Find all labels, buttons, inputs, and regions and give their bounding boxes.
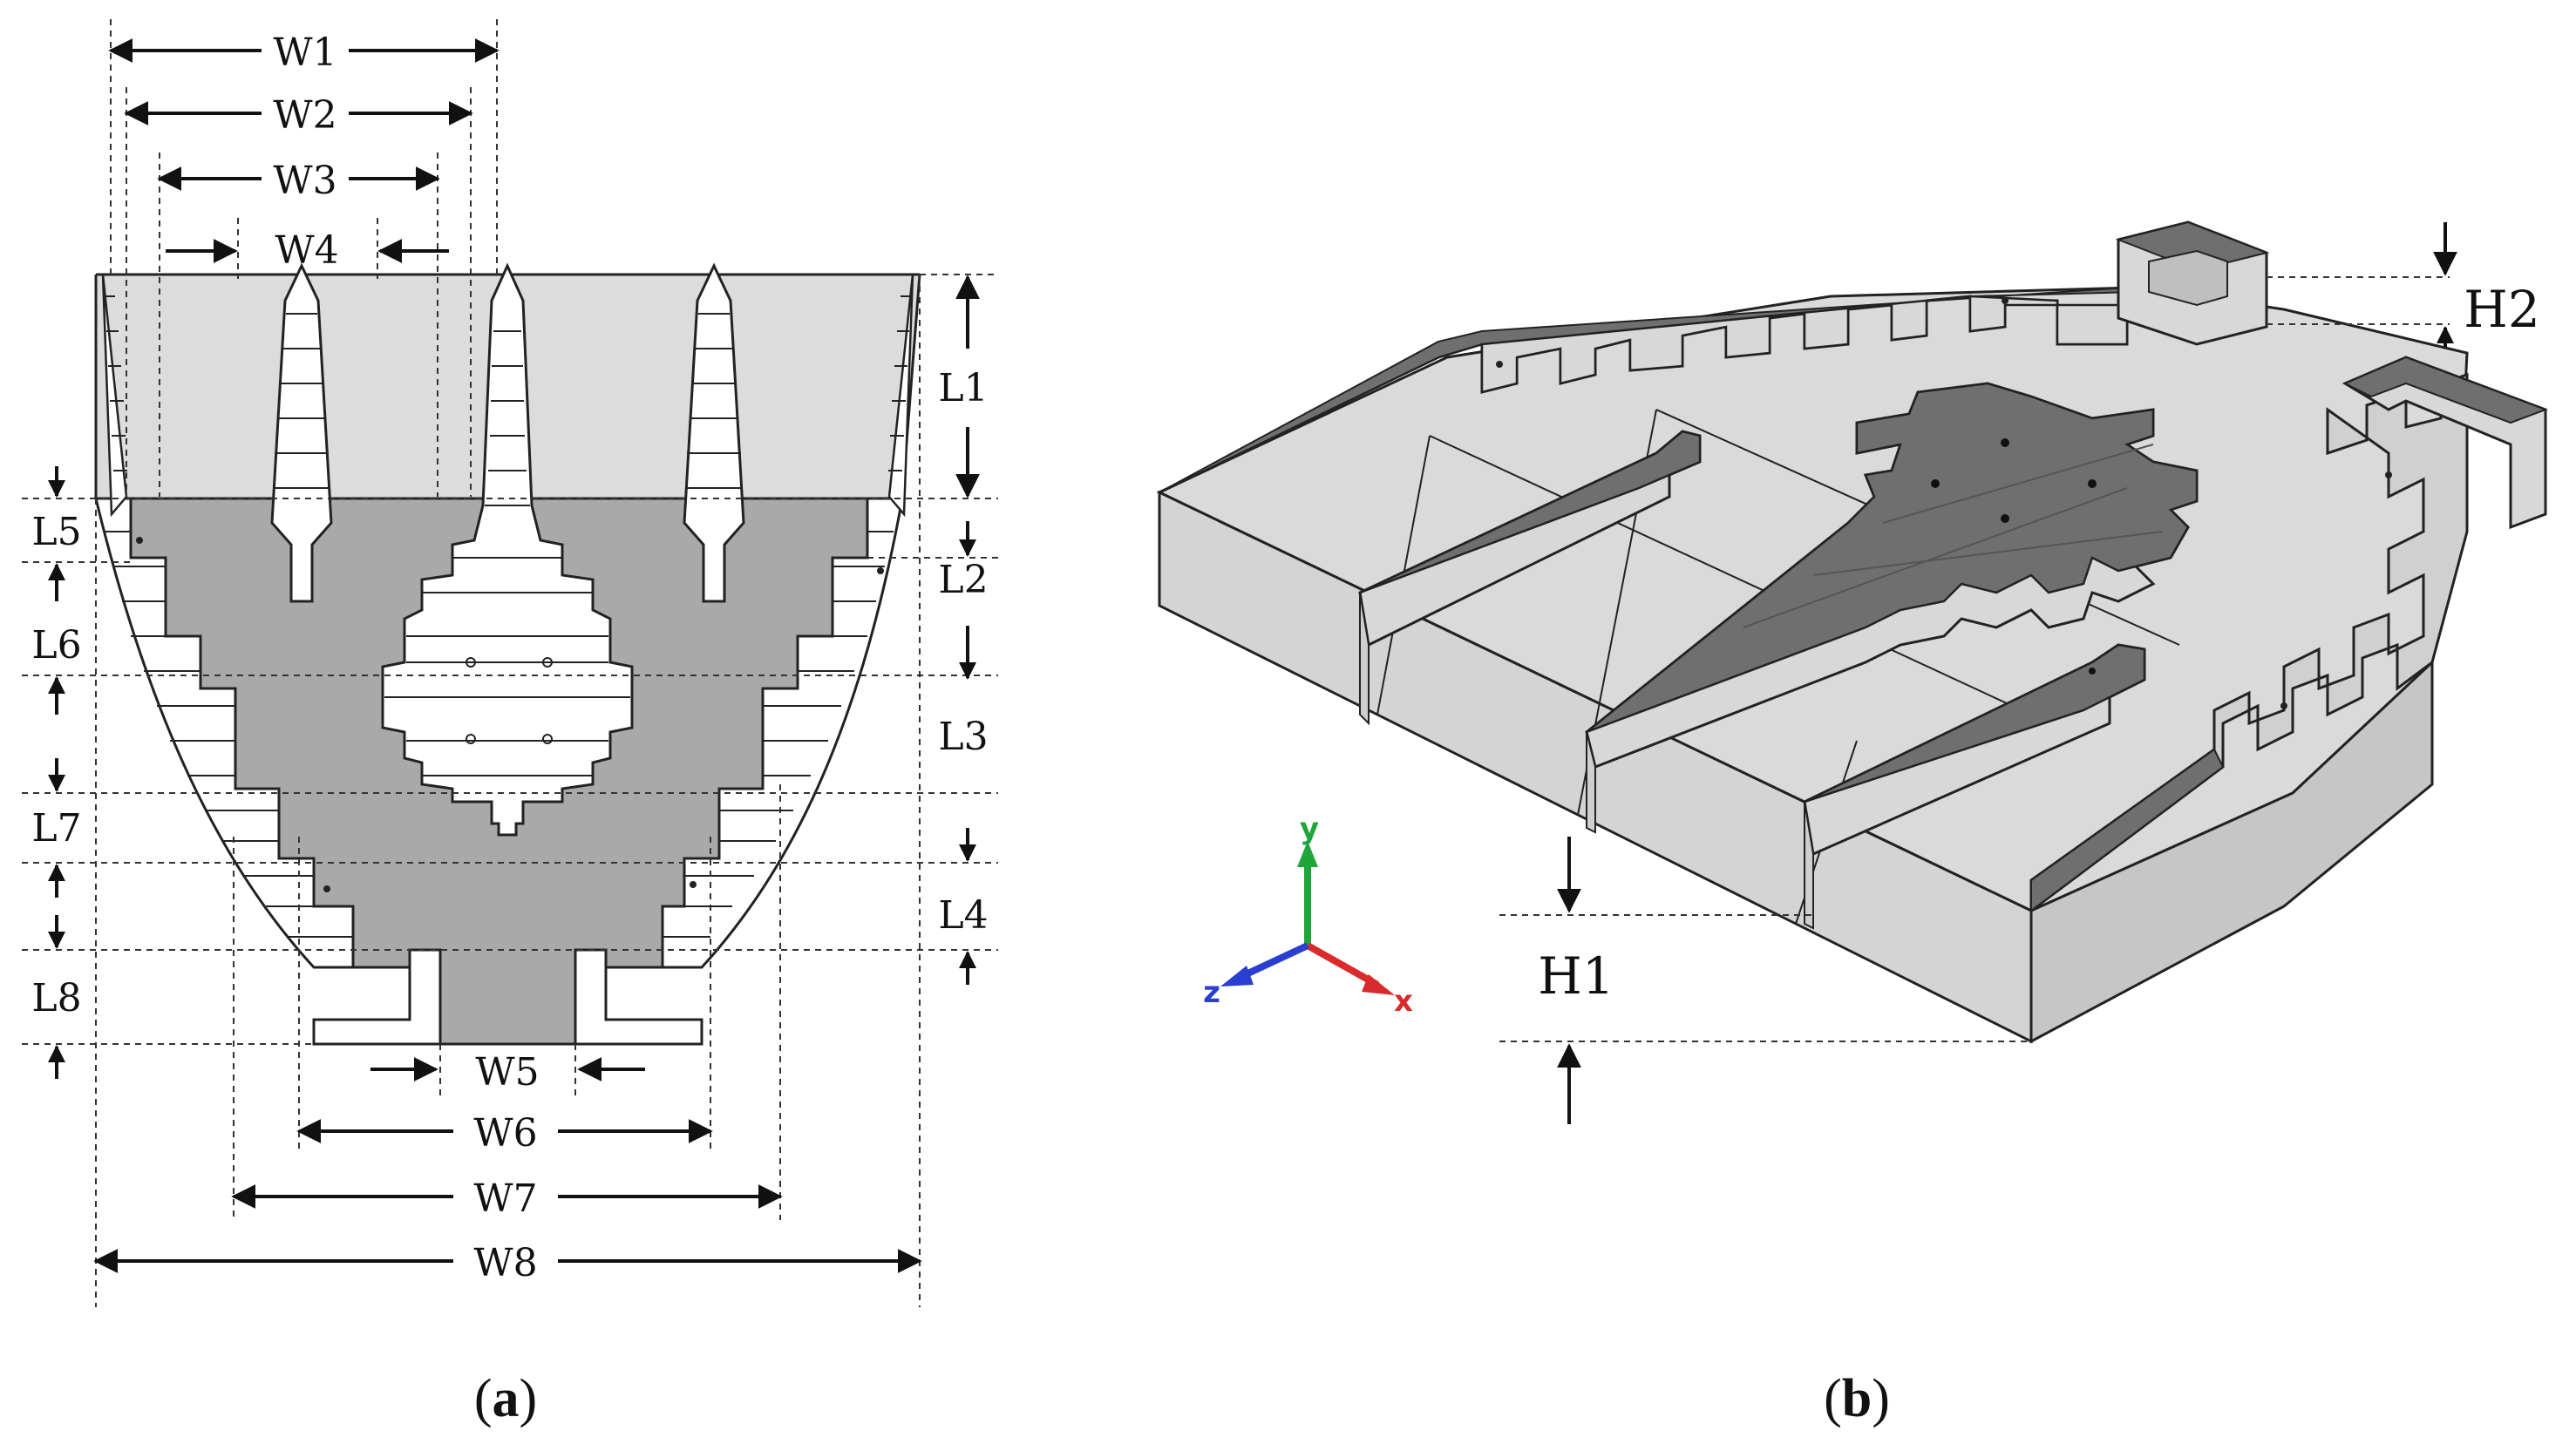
label-w5: W5 bbox=[475, 1050, 539, 1095]
central-slot bbox=[381, 262, 634, 837]
label-h2: H2 bbox=[2464, 280, 2539, 339]
vertical-dashed-guides bbox=[95, 19, 921, 1307]
back-feed-block bbox=[2115, 220, 2270, 346]
label-l4: L4 bbox=[938, 893, 988, 938]
left-raised-element bbox=[1358, 430, 1702, 726]
label-l7: L7 bbox=[31, 806, 81, 851]
outer-left-slot bbox=[101, 274, 128, 518]
panel-b-3d-view: H1 H2 y x z (b) bbox=[1156, 220, 2548, 1428]
central-raised-element bbox=[1585, 382, 2199, 770]
right-feed-foot bbox=[574, 948, 703, 1046]
horizontal-dashed-guides bbox=[22, 274, 998, 1045]
length-dimensions bbox=[48, 275, 980, 1079]
axis-label-x: x bbox=[1394, 984, 1413, 1019]
right-feed-block bbox=[2342, 356, 2548, 530]
caption-b: (b) bbox=[1824, 1369, 1890, 1428]
label-l6: L6 bbox=[31, 623, 81, 668]
label-l8: L8 bbox=[31, 976, 81, 1020]
caption-b-letter: b bbox=[1842, 1369, 1872, 1428]
h2-dimension: H2 bbox=[2267, 222, 2540, 349]
axis-label-z: z bbox=[1203, 975, 1220, 1010]
right-small-slot bbox=[683, 262, 745, 603]
label-l3: L3 bbox=[938, 715, 988, 759]
label-l1: L1 bbox=[938, 366, 988, 410]
left-small-slot bbox=[270, 262, 333, 603]
left-feed-foot bbox=[312, 948, 442, 1046]
outer-right-slot bbox=[887, 274, 914, 518]
label-l2: L2 bbox=[938, 558, 988, 602]
label-w7: W7 bbox=[473, 1176, 537, 1221]
label-w8: W8 bbox=[473, 1241, 537, 1285]
label-h1: H1 bbox=[1538, 946, 1614, 1006]
right-raised-element bbox=[1803, 643, 2146, 930]
label-w4: W4 bbox=[275, 228, 338, 273]
right-stepped-edge bbox=[661, 497, 904, 969]
caption-a: (a) bbox=[474, 1369, 537, 1428]
label-w1: W1 bbox=[273, 31, 336, 75]
h1-dimension: H1 bbox=[1499, 837, 2031, 1124]
caption-a-letter: a bbox=[493, 1369, 520, 1428]
axis-triad: y x z bbox=[1203, 811, 1413, 1019]
left-stepped-edge bbox=[94, 497, 355, 969]
panel-a-top-view: W1 W2 W3 W4 W5 W6 W7 W8 L1 L2 L3 L4 L5 L… bbox=[22, 19, 998, 1428]
label-w3: W3 bbox=[273, 159, 336, 203]
axis-label-y: y bbox=[1300, 811, 1319, 846]
label-w2: W2 bbox=[273, 93, 336, 138]
label-w6: W6 bbox=[473, 1111, 537, 1156]
width-dimensions bbox=[93, 38, 922, 1273]
label-l5: L5 bbox=[31, 510, 81, 554]
